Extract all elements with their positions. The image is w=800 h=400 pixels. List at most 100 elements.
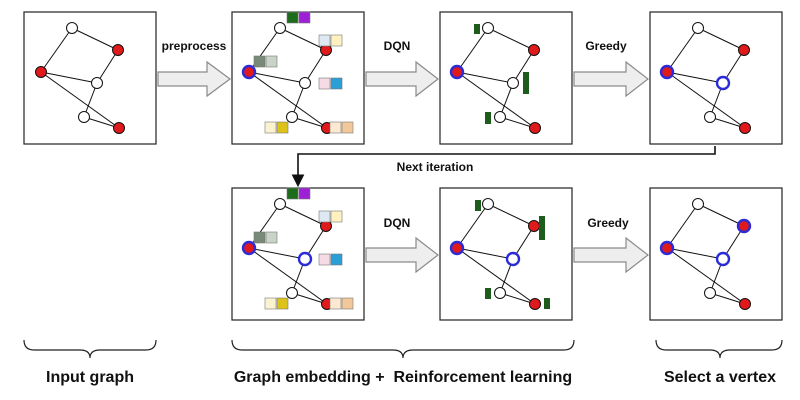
white-vertex <box>482 198 494 210</box>
selected-vertex <box>715 251 731 267</box>
brace-select <box>655 339 783 359</box>
graph-edge <box>709 292 746 305</box>
selected-vertex <box>505 251 521 267</box>
embedding-cell <box>341 297 354 310</box>
graph-edge <box>666 247 746 305</box>
graph-edge <box>456 247 536 305</box>
embedding-cell <box>330 253 343 266</box>
white-vertex <box>274 22 286 34</box>
graph-edge <box>666 71 746 129</box>
graph-edge <box>456 71 514 84</box>
embedding-cell <box>265 55 278 68</box>
red-vertex <box>739 298 751 310</box>
graph-edge <box>71 27 119 51</box>
arrow-greedy-bottom <box>573 236 649 274</box>
graph-edge <box>666 27 699 73</box>
label-dqn-bottom: DQN <box>384 216 411 230</box>
white-vertex <box>494 287 506 299</box>
graph-edge <box>40 27 73 73</box>
arrow-greedy-top <box>573 60 649 98</box>
q-value-bar <box>485 288 491 299</box>
graph-edge <box>291 82 306 118</box>
red-vertex <box>113 122 125 134</box>
red-vertex <box>35 66 47 78</box>
label-greedy-top: Greedy <box>585 39 627 53</box>
arrow-dqn-top <box>365 60 439 98</box>
q-value-bar <box>475 200 481 211</box>
graph-edge <box>709 116 746 129</box>
q-value-bar <box>539 216 545 240</box>
embedding-cell <box>318 77 331 90</box>
white-vertex <box>299 77 311 89</box>
graph-edge <box>83 82 98 118</box>
white-vertex <box>78 111 90 123</box>
graph-edge <box>666 71 724 84</box>
graph-edge <box>512 49 535 84</box>
q-value-bar <box>544 298 550 309</box>
embedding-cell <box>318 210 331 223</box>
embedding-cell <box>330 77 343 90</box>
graph-edge <box>40 71 120 129</box>
embedding-cell <box>318 253 331 266</box>
white-vertex <box>692 198 704 210</box>
q-value-bar <box>523 72 529 94</box>
embedding-cell <box>264 297 277 310</box>
white-vertex <box>494 111 506 123</box>
graph-edge <box>291 116 328 129</box>
selected-vertex <box>715 75 731 91</box>
graph-edge <box>291 292 328 305</box>
graph-edge <box>40 71 98 84</box>
white-vertex <box>704 287 716 299</box>
graph-edge <box>248 71 328 129</box>
embedding-cell <box>329 121 342 134</box>
embedding-cell <box>330 34 343 47</box>
graph-edge <box>96 49 119 84</box>
red-vertex <box>528 220 540 232</box>
embedding-cell <box>276 121 289 134</box>
selected-vertex <box>241 64 257 80</box>
q-value-bar <box>474 24 480 34</box>
embedding-cell <box>253 231 266 244</box>
graph-edge <box>248 247 328 305</box>
label-preprocess: preprocess <box>162 39 227 53</box>
graph-edge <box>248 71 306 84</box>
brace-input <box>23 339 157 359</box>
graph-edge <box>666 247 724 260</box>
embedding-cell <box>253 55 266 68</box>
embedding-cell <box>276 297 289 310</box>
white-vertex <box>692 22 704 34</box>
graph-edge <box>304 49 327 84</box>
selected-vertex <box>241 240 257 256</box>
graph-edge <box>456 247 514 260</box>
white-vertex <box>66 22 78 34</box>
graph-edge <box>248 247 306 260</box>
q-value-bar <box>485 112 491 124</box>
selected-vertex <box>297 251 313 267</box>
brace-embedding <box>231 339 575 359</box>
graph-edge <box>279 27 327 51</box>
white-vertex <box>286 111 298 123</box>
graph-edge <box>456 203 489 249</box>
graph-edge <box>83 116 120 129</box>
red-vertex <box>529 122 541 134</box>
arrow-next-iteration <box>291 146 716 188</box>
graph-edge <box>279 203 327 227</box>
selected-vertex <box>449 64 465 80</box>
graph-edge <box>456 27 489 73</box>
graph-edge <box>456 71 536 129</box>
graph-edge <box>487 203 535 227</box>
caption-select-vertex: Select a vertex <box>664 369 776 386</box>
white-vertex <box>91 77 103 89</box>
red-vertex <box>738 44 750 56</box>
red-vertex <box>529 298 541 310</box>
arrow-preprocess <box>157 60 232 98</box>
arrow-dqn-bottom <box>365 236 439 274</box>
embedding-cell <box>318 34 331 47</box>
embedding-cell <box>329 297 342 310</box>
panel-select-1 <box>649 11 783 145</box>
selected-vertex <box>449 240 465 256</box>
white-vertex <box>507 77 519 89</box>
caption-input-graph: Input graph <box>46 369 134 386</box>
white-vertex <box>274 198 286 210</box>
graph-edge <box>487 27 535 51</box>
